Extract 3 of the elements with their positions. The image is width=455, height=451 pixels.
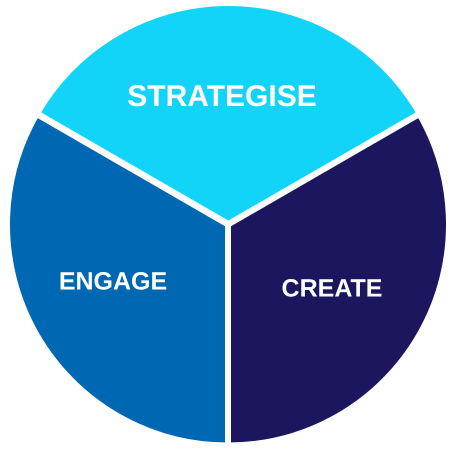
segment-label: STRATEGISE (127, 80, 317, 114)
segment-label: CREATE (282, 274, 382, 304)
segment-label: ENGAGE (58, 268, 168, 296)
